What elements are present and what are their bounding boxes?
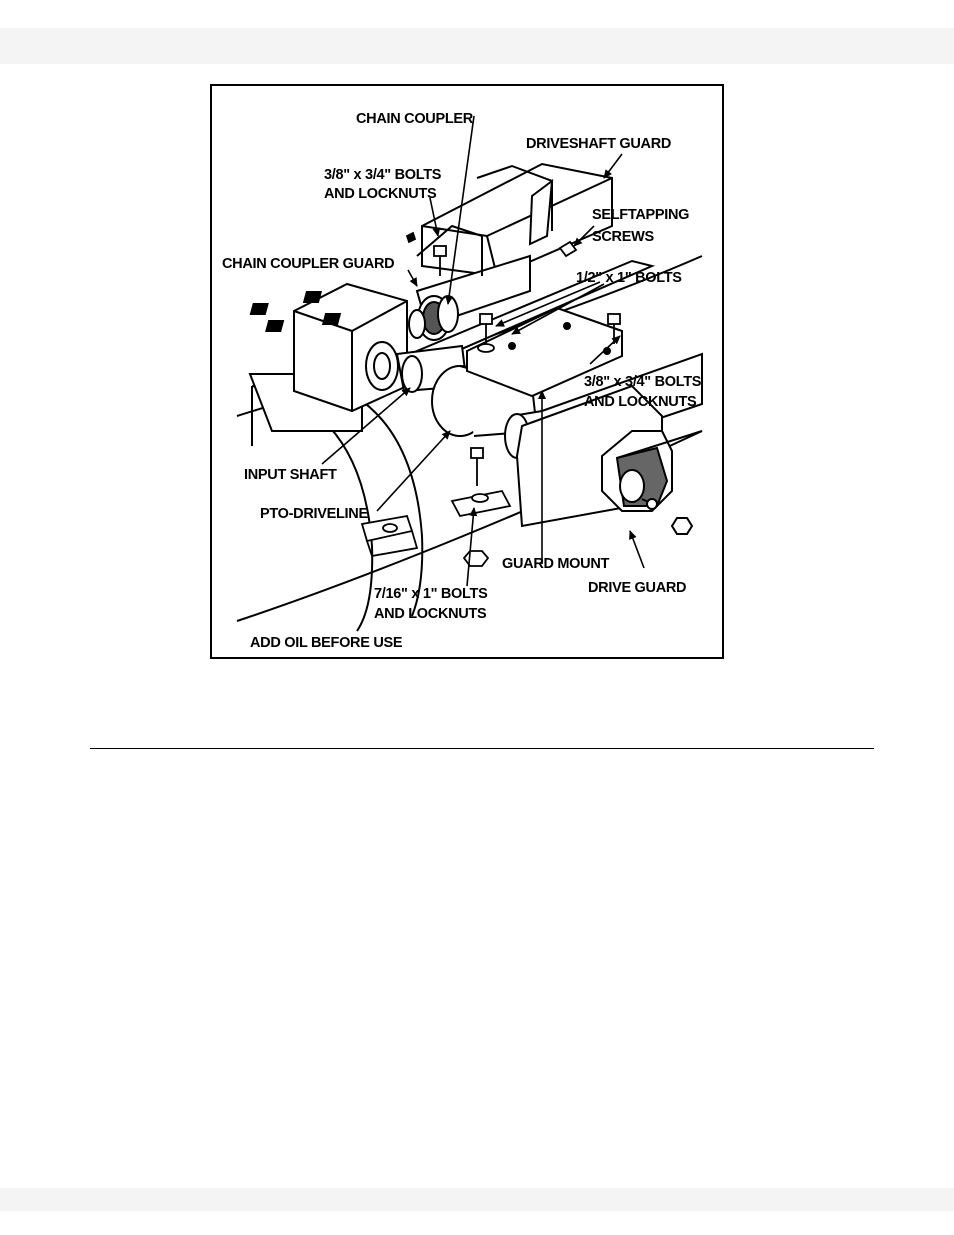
driveshaft-guard [421, 162, 613, 278]
label-bolts-716-line1: 7/16" x 1" BOLTS [374, 586, 488, 602]
assembly-figure: CHAIN COUPLER DRIVESHAFT GUARD 3/8" x 3/… [210, 84, 724, 659]
label-guard-mount: GUARD MOUNT [502, 556, 609, 572]
label-pto-driveline: PTO-DRIVELINE [260, 506, 368, 522]
label-add-oil: ADD OIL BEFORE USE [250, 635, 403, 651]
footer-band [0, 1188, 954, 1211]
gearbox [249, 282, 408, 413]
label-selftapping-line1: SELFTAPPING [592, 207, 689, 223]
chain-coupler [408, 295, 459, 341]
label-chain-coupler: CHAIN COUPLER [356, 111, 474, 127]
callout-labels: CHAIN COUPLER DRIVESHAFT GUARD 3/8" x 3/… [222, 111, 702, 651]
label-driveshaft-guard: DRIVESHAFT GUARD [526, 136, 671, 152]
label-selftapping-line2: SCREWS [592, 229, 654, 245]
label-bolts-12: 1/2" x 1" BOLTS [576, 270, 682, 286]
drive-guard [515, 384, 703, 535]
label-bolts-38b-line2: AND LOCKNUTS [584, 394, 697, 410]
header-band [0, 28, 954, 64]
label-bolts-716-line2: AND LOCKNUTS [374, 606, 487, 622]
label-bolts-38b-line1: 3/8" x 3/4" BOLTS [584, 374, 702, 390]
label-chain-coupler-guard: CHAIN COUPLER GUARD [222, 256, 394, 272]
label-bolts-38-line1: 3/8" x 3/4" BOLTS [324, 167, 442, 183]
label-input-shaft: INPUT SHAFT [244, 467, 337, 483]
leader-arrows [321, 115, 645, 587]
label-bolts-38-line2: AND LOCKNUTS [324, 186, 437, 202]
assembly-diagram: CHAIN COUPLER DRIVESHAFT GUARD 3/8" x 3/… [222, 111, 703, 651]
label-drive-guard: DRIVE GUARD [588, 580, 686, 596]
guard-mount-plate [466, 306, 623, 398]
horizontal-divider [90, 748, 874, 749]
